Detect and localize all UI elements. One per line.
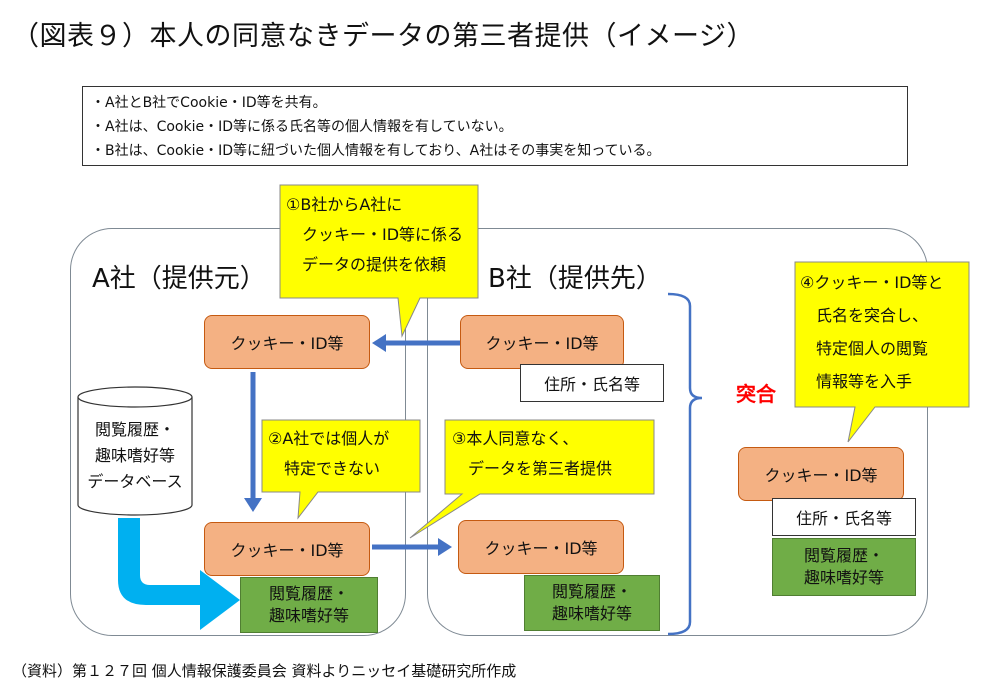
- result-cookie-id-box: クッキー・ID等: [738, 447, 904, 501]
- callout-3-text: ③本人同意なく、 データを第三者提供: [452, 429, 613, 478]
- a-browsing-box: 閲覧履歴・ 趣味嗜好等: [240, 577, 378, 633]
- callout-2-bubble: [261, 419, 421, 520]
- b-cookie-id-box-bottom: クッキー・ID等: [458, 520, 624, 574]
- callout-4-text: ④クッキー・ID等と 氏名を突合し、 特定個人の閲覧 情報等を入手: [800, 273, 944, 391]
- company-b-label: B社（提供先）: [488, 264, 662, 294]
- b-address-name-box: 住所・氏名等: [520, 364, 664, 402]
- assumptions-box: ・A社とB社でCookie・ID等を共有。 ・A社は、Cookie・ID等に係る…: [82, 86, 908, 166]
- b-cookie-id-box-top: クッキー・ID等: [460, 315, 624, 369]
- a-cookie-id-box-top: クッキー・ID等: [204, 315, 370, 369]
- callout-1-text: ①B社からA社に クッキー・ID等に係る データの提供を依頼: [286, 195, 464, 274]
- database-icon: [77, 386, 193, 516]
- callout-3-bubble: [409, 419, 655, 539]
- callout-1-bubble: [279, 184, 479, 338]
- source-note: （資料）第１２７回 個人情報保護委員会 資料よりニッセイ基礎研究所作成: [12, 662, 517, 680]
- assumption-line: ・B社は、Cookie・ID等に紐づいた個人情報を有しており、A社はその事実を知…: [91, 143, 661, 159]
- page-title: （図表９）本人の同意なきデータの第三者提供（イメージ）: [12, 21, 754, 52]
- database-label: 閲覧履歴・ 趣味嗜好等 データベース: [87, 420, 183, 491]
- callout-4-bubble: [794, 261, 970, 443]
- database-flow-arrow: [118, 518, 240, 630]
- company-a-label: A社（提供元）: [92, 264, 266, 294]
- assumption-line: ・A社とB社でCookie・ID等を共有。: [91, 95, 327, 111]
- assumption-line: ・A社は、Cookie・ID等に係る氏名等の個人情報を有していない。: [91, 119, 513, 135]
- match-label: 突合: [736, 382, 776, 406]
- result-browsing-box: 閲覧履歴・ 趣味嗜好等: [772, 538, 916, 596]
- result-address-name-box: 住所・氏名等: [772, 498, 916, 536]
- match-brace: [667, 292, 703, 636]
- b-browsing-box: 閲覧履歴・ 趣味嗜好等: [524, 575, 660, 631]
- a-cookie-id-box-bottom: クッキー・ID等: [204, 522, 370, 576]
- callout-2-text: ②A社では個人が 特定できない: [268, 429, 390, 478]
